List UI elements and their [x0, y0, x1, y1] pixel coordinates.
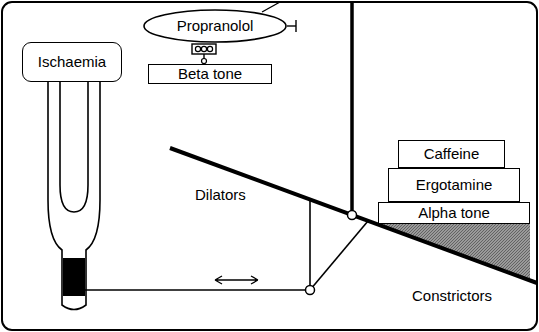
double-arrow [215, 276, 258, 284]
node-text: Beta tone [174, 66, 246, 83]
node-text: Alpha tone [414, 205, 494, 222]
weight-box: Caffeine [398, 140, 505, 168]
weight-box: Alpha tone [378, 202, 530, 224]
tube-inner [60, 82, 88, 212]
fulcrum-post [350, 2, 354, 215]
pin [295, 20, 296, 32]
link-rod [310, 221, 368, 290]
pivot [306, 286, 315, 295]
drug-ellipse: Propranolol [143, 9, 287, 43]
pin [287, 25, 296, 26]
tube-outer [48, 82, 100, 310]
process-box: Ischaemia [22, 42, 122, 82]
link-rod [309, 200, 311, 290]
weight-box: Ergotamine [388, 168, 520, 202]
region-label: Dilators [193, 186, 248, 203]
spring-connector [192, 44, 216, 64]
pivot [348, 211, 357, 220]
region-label: Constrictors [410, 287, 494, 304]
tether [262, 2, 280, 12]
node-text: Ergotamine [412, 177, 497, 194]
push-rod [85, 289, 306, 291]
node-text: Caffeine [420, 146, 484, 163]
node-text: Ischaemia [34, 54, 110, 71]
node-text: Propranolol [173, 18, 258, 35]
lever-beam [170, 148, 537, 283]
tone-box: Beta tone [148, 64, 272, 84]
piston-block [63, 258, 85, 296]
